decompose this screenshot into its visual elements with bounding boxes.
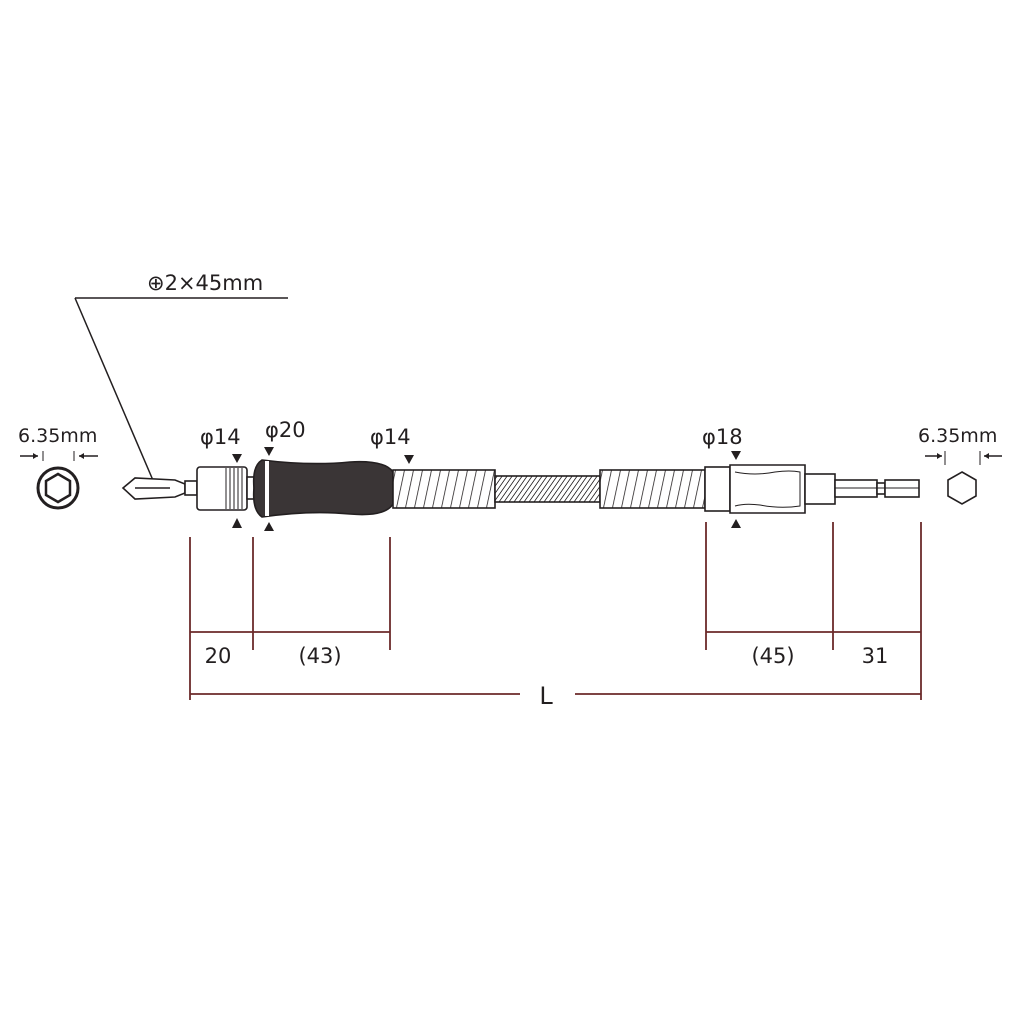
overall-length-label: L [539,682,553,710]
collar-length-label: 20 [205,644,232,668]
spring-section [599,469,706,509]
socket-circle-icon [36,466,80,510]
bit-length-label: 31 [862,644,889,668]
right-hex-size: 6.35mm [918,425,1002,505]
spring-section [392,469,496,509]
end-collar [729,464,806,514]
quick-collar [196,466,248,511]
bit-size-label: ⊕2×45mm [147,271,263,295]
left-hex-size: 6.35mm [18,425,98,510]
hex-icon [44,472,72,504]
leader-line-diagonal [74,297,156,486]
right-hex-label: 6.35mm [918,425,997,447]
handle-diameter-label: φ20 [265,418,306,442]
end-collar-diameter-label: φ18 [702,425,743,449]
hex-icon [947,471,977,505]
handle [252,459,394,518]
flexible-driver [121,459,920,518]
flex-shaft [494,475,601,503]
spring-diameter-label: φ14 [370,425,411,449]
left-hex-label: 6.35mm [18,425,97,447]
collar-diameter-label: φ14 [200,425,241,449]
diameter-markers [232,447,741,531]
handle-length-label: (43) [298,644,341,668]
end-collar-length-label: (45) [751,644,794,668]
dimension-lines [189,522,922,700]
